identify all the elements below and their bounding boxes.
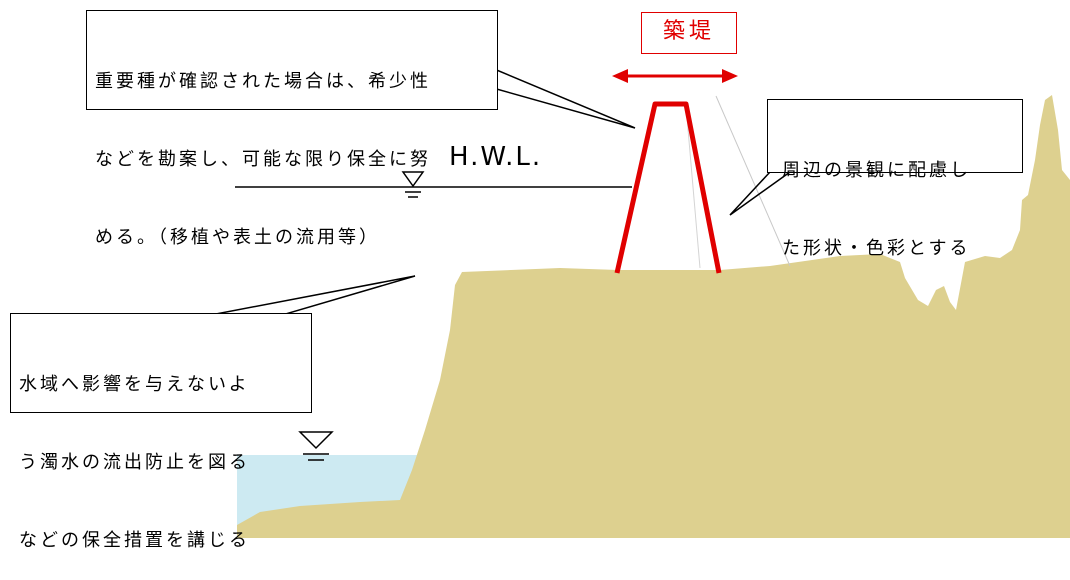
hwl-label: H.W.L. [449, 142, 543, 172]
callout-line: た形状・色彩とする [782, 238, 971, 259]
callout-landscape: 周辺の景観に配慮し た形状・色彩とする [767, 99, 1023, 259]
callout-line: 周辺の景観に配慮し [782, 160, 971, 181]
embankment-ghost-line-inner [685, 105, 701, 269]
embankment-label: 築堤 [641, 12, 737, 54]
callout-line: などを勘案し、可能な限り保全に努 [95, 149, 431, 170]
water-level-symbol-hwl [401, 171, 425, 198]
callout-species-protection: 重要種が確認された場合は、希少性 などを勘案し、可能な限り保全に努 める。（移植… [86, 10, 498, 248]
water-level-symbol-pond [298, 431, 334, 461]
callout-line: 水域へ影響を与えないよ [19, 374, 250, 395]
embankment-ghost-line [715, 95, 791, 267]
callout-line: などの保全措置を講じる [19, 530, 250, 551]
arrow-head-left [612, 69, 628, 83]
arrow-head-right [722, 69, 738, 83]
callout-line: める。（移植や表土の流用等） [95, 227, 380, 248]
callout-water-protection: 水域へ影響を与えないよ う濁水の流出防止を図る などの保全措置を講じる [10, 313, 312, 551]
ground-terrain [237, 95, 1070, 538]
diagram-canvas [194, 65, 1070, 538]
callout-line: 重要種が確認された場合は、希少性 [95, 71, 431, 92]
leader-landscape [729, 171, 791, 216]
embankment-outline [614, 101, 722, 274]
leader-species [486, 65, 636, 129]
callout-line: う濁水の流出防止を図る [19, 452, 250, 473]
